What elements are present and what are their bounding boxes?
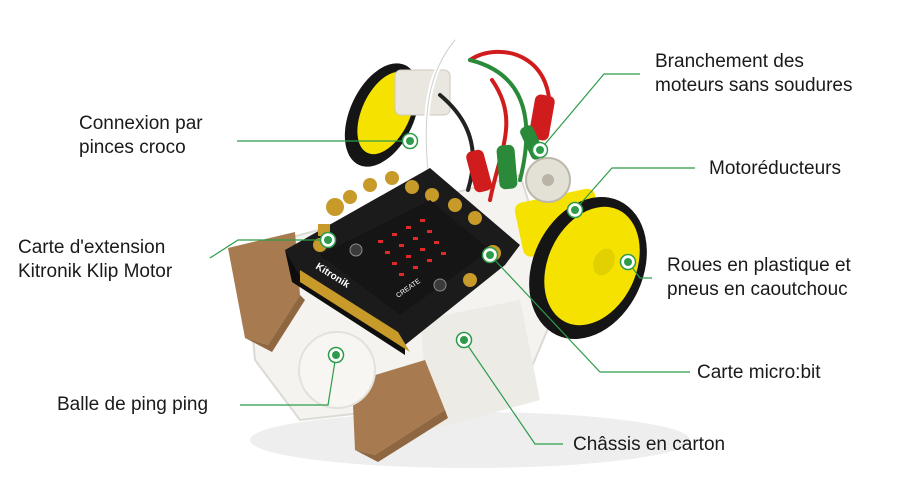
marker-connexion (401, 132, 419, 150)
label-roues-text: Roues en plastique et pneus en caoutchou… (667, 255, 851, 300)
marker-carte-extension (319, 231, 337, 249)
label-connexion-text: Connexion par pinces croco (79, 113, 203, 158)
marker-microbit (481, 246, 499, 264)
leader-lines (209, 73, 695, 445)
label-microbit: Carte micro:bit (697, 361, 821, 385)
label-carte-extension-text: Carte d'extension Kitronik Klip Motor (18, 237, 173, 282)
marker-roues (619, 253, 637, 271)
label-roues: Roues en plastique et pneus en caoutchou… (667, 254, 851, 302)
label-branchement-text: Branchement des moteurs sans soudures (655, 51, 853, 96)
label-motoreducteurs-text: Motoréducteurs (709, 158, 842, 179)
front-wheel (529, 197, 647, 339)
cardboard-flap-front-edge (355, 410, 448, 462)
back-motor (394, 69, 451, 116)
microbit-button-b (433, 278, 447, 292)
leader-carte-extension (209, 239, 328, 259)
label-motoreducteurs: Motoréducteurs (709, 157, 841, 181)
leader-motoreducteurs (574, 167, 695, 211)
chassis-side (420, 300, 540, 430)
label-chassis: Châssis en carton (573, 433, 725, 457)
led-matrix (378, 219, 446, 276)
label-balle-text: Balle de ping ping (57, 394, 209, 415)
leader-balle (240, 354, 337, 406)
leader-branchement (539, 73, 640, 151)
marker-motoreducteurs (566, 201, 584, 219)
marker-chassis (455, 331, 473, 349)
cardboard-flap-left (228, 232, 300, 345)
label-chassis-text: Châssis en carton (573, 434, 726, 455)
label-microbit-text: Carte micro:bit (697, 362, 821, 383)
label-carte-extension: Carte d'extension Kitronik Klip Motor (18, 236, 172, 284)
marker-balle (327, 346, 345, 364)
ping-pong-ball (298, 331, 376, 409)
label-connexion: Connexion par pinces croco (79, 112, 203, 160)
label-branchement: Branchement des moteurs sans soudures (655, 50, 853, 98)
cardboard-flap-front (352, 360, 445, 455)
leader-chassis (463, 339, 563, 445)
microbit-button-a (349, 243, 363, 257)
leader-microbit (489, 254, 690, 373)
label-balle: Balle de ping ping (57, 393, 208, 417)
marker-branchement (531, 141, 549, 159)
cardboard-flap-left-edge (245, 295, 305, 352)
marker-dots (319, 132, 637, 364)
crocodile-clips (466, 94, 555, 193)
